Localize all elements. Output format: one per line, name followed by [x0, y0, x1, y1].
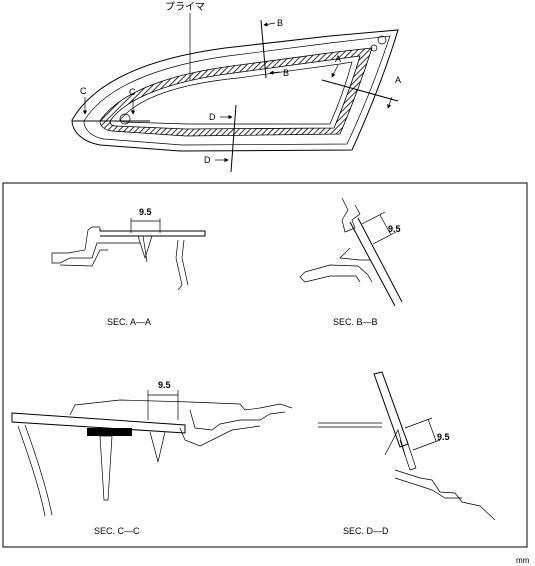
section-a-cut-line	[321, 79, 399, 102]
section-b-arrow-1	[263, 22, 276, 27]
a-trim-2	[181, 239, 189, 286]
section-d-label-1: D	[209, 112, 216, 122]
quarter-window-top-view: プライマ B B A A C C D D	[71, 1, 401, 173]
corner-clip-circle-2	[370, 44, 378, 52]
a-trim	[175, 239, 183, 291]
d-adhesive	[384, 429, 406, 456]
unit-label: mm	[516, 556, 530, 565]
section-b-label-1: B	[277, 18, 283, 28]
d-body-panel-2	[394, 477, 462, 499]
section-d-cut-line	[230, 104, 237, 173]
c-body-flange	[189, 409, 286, 431]
section-d-label-2: D	[204, 155, 211, 165]
b-dim-line	[379, 214, 392, 236]
d-dim-ext-1	[404, 417, 433, 429]
d-dim-line	[427, 418, 437, 442]
a-adhesive	[137, 235, 153, 260]
glass-inner-contour	[119, 61, 353, 125]
window-contour-2	[83, 35, 391, 146]
section-b-arrow-2	[269, 70, 281, 75]
primer-label: プライマ	[165, 1, 205, 13]
b-glass	[349, 217, 403, 307]
section-a-arrow-2	[387, 96, 393, 109]
sec-d-caption: SEC. D—D	[343, 526, 389, 536]
c-body-panel	[179, 425, 261, 447]
sec-b-dimension: 9.5	[388, 224, 401, 234]
a-body-panel	[59, 249, 108, 267]
section-a-label-1: A	[335, 54, 341, 64]
primer-band	[99, 47, 373, 137]
b-inner-panel	[304, 264, 373, 283]
sec-c-dimension: 9.5	[158, 380, 171, 390]
d-dim-ext-2	[412, 439, 441, 451]
sec-a-dimension: 9.5	[139, 207, 152, 217]
section-c-label-2: C	[129, 87, 136, 97]
sec-b-caption: SEC. B—B	[333, 317, 378, 327]
section-a-label-2: A	[395, 75, 401, 85]
section-c-label-1: C	[80, 86, 87, 96]
window-outer-contour	[71, 29, 399, 152]
b-adhesive	[339, 247, 370, 261]
b-inner-panel-end	[299, 271, 306, 283]
section-a-arrow-1	[331, 64, 339, 78]
sec-c-caption: SEC. C—C	[94, 526, 140, 536]
d-glass	[373, 371, 409, 448]
a-glass	[99, 228, 206, 237]
section-b-label-2: B	[283, 68, 289, 78]
c-glass	[11, 412, 186, 434]
sections-frame	[2, 182, 528, 548]
c-bracket	[99, 435, 113, 501]
c-pillar	[17, 424, 53, 517]
corner-clip-circle-1	[377, 35, 387, 45]
sec-a-caption: SEC. A—A	[107, 317, 151, 327]
d-body-panel	[394, 469, 496, 521]
a-body-flange	[51, 226, 140, 264]
b-body-flange	[341, 197, 361, 233]
corner-mount-circle	[119, 113, 131, 125]
b-dim-ext-2	[372, 231, 397, 245]
c-spacer	[87, 428, 132, 436]
section-d-d-drawing: 9.5 SEC. D—D	[318, 371, 496, 536]
b-dim-ext-1	[361, 211, 386, 225]
section-a-a-drawing: 9.5 SEC. A—A	[51, 207, 206, 327]
c-adhesive	[149, 431, 166, 463]
section-b-cut-line	[260, 19, 267, 79]
sec-d-dimension: 9.5	[437, 432, 450, 442]
section-c-c-drawing: 9.5 SEC. C—C	[11, 380, 293, 536]
section-b-b-drawing: 9.5 SEC. B—B	[299, 197, 403, 327]
c-outer-trim	[69, 399, 293, 416]
a-adhesive-core	[142, 235, 148, 263]
